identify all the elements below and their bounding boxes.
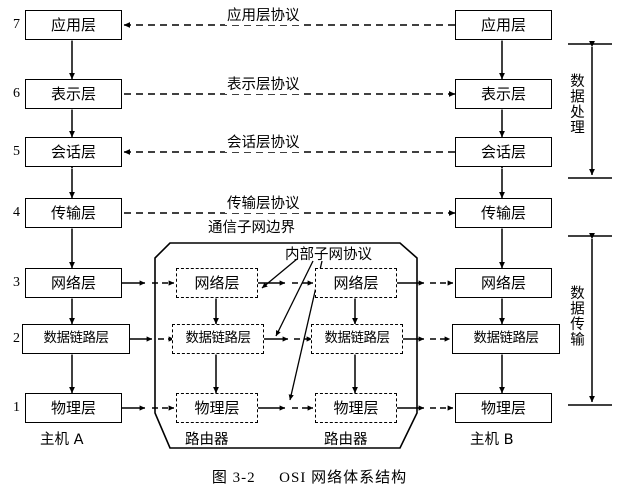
layer-number-7: 7 bbox=[13, 17, 20, 32]
router-1-layer-physical[interactable]: 物理层 bbox=[176, 393, 258, 423]
protocol-label-application: 应用层协议 bbox=[225, 4, 302, 25]
router-1-layer-network[interactable]: 网络层 bbox=[176, 268, 258, 298]
host-a-layer-presentation[interactable]: 表示层 bbox=[25, 79, 122, 109]
host-a-layer-datalink[interactable]: 数据链路层 bbox=[22, 324, 130, 354]
layer-number-1: 1 bbox=[13, 400, 20, 415]
router-1-layer-datalink[interactable]: 数据链路层 bbox=[172, 324, 264, 354]
host-b-layer-datalink[interactable]: 数据链路层 bbox=[452, 324, 560, 354]
figure-caption-title: OSI 网络体系结构 bbox=[279, 470, 408, 486]
host-a-layer-transport[interactable]: 传输层 bbox=[25, 198, 122, 228]
bracket-label-data-processing: 数据处理 bbox=[568, 73, 584, 135]
router-2-layer-datalink[interactable]: 数据链路层 bbox=[311, 324, 403, 354]
host-b-title: 主机 B bbox=[470, 432, 514, 448]
layer-number-6: 6 bbox=[13, 86, 20, 101]
router-2-title: 路由器 bbox=[324, 432, 368, 448]
host-a-layer-physical[interactable]: 物理层 bbox=[25, 393, 122, 423]
host-b-layer-presentation[interactable]: 表示层 bbox=[455, 79, 552, 109]
host-b-layer-network[interactable]: 网络层 bbox=[455, 268, 552, 298]
layer-number-2: 2 bbox=[13, 331, 20, 346]
router-2-layer-physical[interactable]: 物理层 bbox=[315, 393, 397, 423]
host-a-layer-session[interactable]: 会话层 bbox=[25, 137, 122, 167]
protocol-label-presentation: 表示层协议 bbox=[225, 73, 302, 94]
bracket-label-data-transmission: 数据传输 bbox=[568, 285, 584, 347]
host-a-layer-network[interactable]: 网络层 bbox=[25, 268, 122, 298]
layer-number-5: 5 bbox=[13, 144, 20, 159]
subnet-boundary-label: 通信子网边界 bbox=[208, 220, 295, 236]
figure-caption-number: 图 3-2 bbox=[211, 470, 256, 486]
layer-number-3: 3 bbox=[13, 275, 20, 290]
layer-number-4: 4 bbox=[13, 205, 20, 220]
host-b-layer-session[interactable]: 会话层 bbox=[455, 137, 552, 167]
router-1-title: 路由器 bbox=[185, 432, 229, 448]
router-2-layer-network[interactable]: 网络层 bbox=[315, 268, 397, 298]
protocol-label-session: 会话层协议 bbox=[225, 131, 302, 152]
host-a-layer-application[interactable]: 应用层 bbox=[25, 10, 122, 40]
subnet-boundary-outline bbox=[154, 242, 418, 449]
protocol-label-transport: 传输层协议 bbox=[225, 192, 302, 213]
host-a-title: 主机 A bbox=[40, 432, 84, 448]
figure-caption: 图 3-2 OSI 网络体系结构 bbox=[0, 466, 619, 487]
host-b-layer-application[interactable]: 应用层 bbox=[455, 10, 552, 40]
internal-subnet-protocol-label: 内部子网协议 bbox=[285, 247, 372, 263]
host-b-layer-physical[interactable]: 物理层 bbox=[455, 393, 552, 423]
host-b-layer-transport[interactable]: 传输层 bbox=[455, 198, 552, 228]
